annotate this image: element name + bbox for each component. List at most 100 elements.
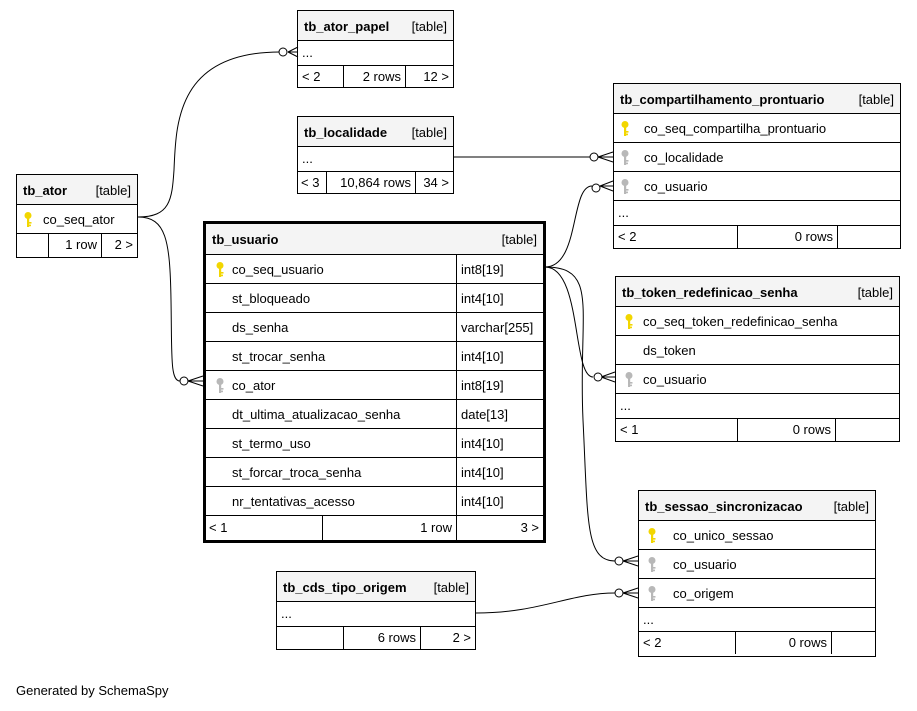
optional-marker (179, 376, 189, 386)
row-count: 1 row (65, 237, 97, 252)
table-tb-localidade[interactable]: tb_localidade [table] ... < 3 10,864 row… (297, 116, 454, 194)
table-type: [table] (411, 125, 447, 140)
table-type: [table] (833, 499, 869, 514)
column-type: int4[10] (456, 284, 543, 312)
column-name: st_termo_uso (232, 436, 311, 451)
table-footer: < 2 2 rows 12 > (298, 66, 453, 87)
column-name: co_seq_token_redefinicao_senha (643, 314, 838, 329)
table-footer: < 3 10,864 rows 34 > (298, 172, 453, 193)
table-name: tb_ator_papel (304, 19, 390, 34)
optional-marker (278, 47, 288, 57)
table-type: [table] (857, 285, 893, 300)
column-name: co_seq_usuario (232, 262, 324, 277)
parents-count: < 2 (643, 635, 662, 650)
table-name: tb_compartilhamento_prontuario (620, 92, 825, 107)
table-footer: < 2 0 rows (614, 226, 900, 248)
column-type: varchar[255] (456, 313, 543, 341)
column-type: int4[10] (456, 342, 543, 370)
parents-count: < 1 (209, 520, 228, 535)
column-name: ds_token (643, 343, 696, 358)
table-name: tb_localidade (304, 125, 388, 140)
column-name: co_seq_compartilha_prontuario (644, 121, 827, 136)
primary-key-icon (23, 211, 34, 228)
table-name: tb_cds_tipo_origem (283, 580, 407, 595)
edge-usuario-compartilhamento (544, 185, 593, 268)
table-tb-ator[interactable]: tb_ator [table] co_seq_ator 1 row 2 > (16, 174, 138, 258)
row-count: 0 rows (794, 229, 833, 244)
table-footer: 1 row 2 > (17, 234, 137, 257)
column-row: co_unico_sessao (639, 521, 875, 550)
table-footer: < 1 1 row 3 > (206, 516, 543, 542)
primary-key-icon (215, 261, 226, 278)
column-row: co_usuario (639, 550, 875, 579)
table-header: tb_cds_tipo_origem [table] (277, 572, 475, 602)
row-count: 2 rows (362, 69, 401, 84)
optional-marker (614, 556, 624, 566)
children-count: 12 > (423, 69, 449, 84)
table-header: tb_ator_papel [table] (298, 11, 453, 41)
table-type: [table] (95, 183, 131, 198)
column-name: co_usuario (673, 557, 737, 572)
table-header: tb_localidade [table] (298, 117, 453, 147)
row-count: 1 row (420, 520, 452, 535)
optional-marker (589, 152, 599, 162)
ellipsis-row: ... (614, 201, 900, 226)
column-name: st_trocar_senha (232, 349, 326, 364)
ellipsis-row: ... (639, 608, 875, 632)
column-name: dt_ultima_atualizacao_senha (232, 407, 401, 422)
column-row: co_usuario (614, 172, 900, 201)
children-count: 34 > (423, 175, 449, 190)
table-header: tb_token_redefinicao_senha [table] (616, 277, 899, 307)
table-tb-sessao-sincronizacao[interactable]: tb_sessao_sincronizacao [table] co_unico… (638, 490, 876, 657)
table-type: [table] (501, 232, 537, 247)
table-name: tb_ator (23, 183, 68, 198)
row-count: 0 rows (788, 635, 827, 650)
ellipsis-row: ... (298, 41, 453, 66)
parents-count: < 2 (618, 229, 637, 244)
foreign-key-icon (647, 585, 658, 602)
table-footer: 6 rows 2 > (277, 627, 475, 649)
table-tb-cds-tipo-origem[interactable]: tb_cds_tipo_origem [table] ... 6 rows 2 … (276, 571, 476, 650)
table-tb-token-redefinicao-senha[interactable]: tb_token_redefinicao_senha [table] co_se… (615, 276, 900, 442)
ellipsis: ... (302, 45, 313, 60)
ellipsis: ... (643, 612, 654, 627)
ellipsis: ... (618, 205, 629, 220)
primary-key-icon (647, 527, 658, 544)
edge-ator-ator-papel (137, 51, 281, 218)
column-name: co_localidade (644, 150, 724, 165)
row-count: 10,864 rows (340, 175, 411, 190)
table-header: tb_compartilhamento_prontuario [table] (614, 84, 900, 114)
column-row: nr_tentativas_acesso int4[10] (206, 487, 543, 516)
table-name: tb_token_redefinicao_senha (622, 285, 798, 300)
table-tb-ator-papel[interactable]: tb_ator_papel [table] ... < 2 2 rows 12 … (297, 10, 454, 88)
optional-marker (593, 372, 603, 382)
column-row: co_seq_compartilha_prontuario (614, 114, 900, 143)
optional-marker (614, 588, 624, 598)
foreign-key-icon (647, 556, 658, 573)
column-type: int4[10] (456, 458, 543, 486)
table-type: [table] (433, 580, 469, 595)
table-type: [table] (411, 19, 447, 34)
parents-count: < 2 (302, 69, 321, 84)
ellipsis-row: ... (298, 147, 453, 172)
children-count: 2 > (452, 630, 471, 645)
table-tb-compartilhamento-prontuario[interactable]: tb_compartilhamento_prontuario [table] c… (613, 83, 901, 249)
parents-count: < 3 (301, 175, 320, 190)
column-name: nr_tentativas_acesso (232, 494, 355, 509)
children-count: 3 > (520, 520, 539, 535)
edge-origem-sessao (475, 592, 616, 614)
column-type: int8[19] (456, 371, 543, 399)
foreign-key-icon (215, 377, 226, 394)
parents-count: < 1 (620, 422, 639, 437)
edge-usuario-sessao (544, 266, 616, 562)
row-count: 0 rows (792, 422, 831, 437)
children-count: 2 > (114, 237, 133, 252)
table-name: tb_sessao_sincronizacao (645, 499, 803, 514)
table-name: tb_usuario (212, 232, 279, 247)
column-type: int4[10] (456, 487, 543, 515)
